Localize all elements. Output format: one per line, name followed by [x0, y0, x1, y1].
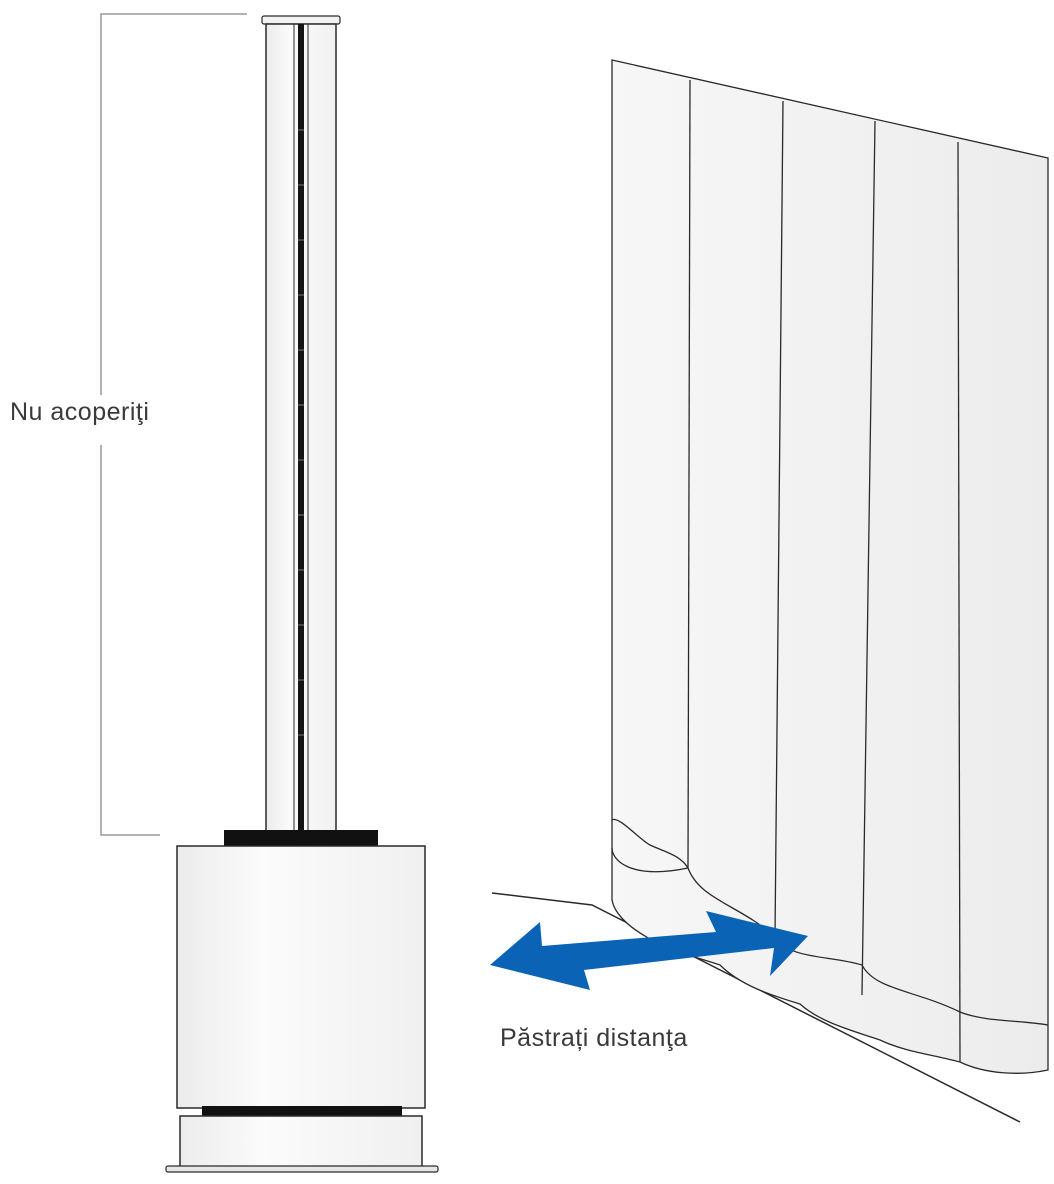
- do-not-cover-label: Nu acoperiţi: [10, 396, 150, 429]
- device-foot: [179, 1115, 423, 1169]
- device-base: [176, 845, 426, 1109]
- device-air-outlet: [298, 24, 304, 832]
- curtain-icon: [611, 59, 1049, 1074]
- curtain-fabric: [611, 59, 1049, 1074]
- tower-fan-heater-icon: [165, 15, 439, 1173]
- cover-zone-bracket: [100, 13, 247, 836]
- double-headed-arrow-icon: [490, 911, 808, 990]
- device-foot-plate: [165, 1165, 439, 1173]
- device-top-cap: [261, 15, 341, 25]
- device-base-band: [202, 1106, 402, 1116]
- floor-line: [491, 892, 1021, 1123]
- keep-distance-label: Păstrați distanţa: [500, 1024, 688, 1053]
- device-collar: [224, 830, 378, 848]
